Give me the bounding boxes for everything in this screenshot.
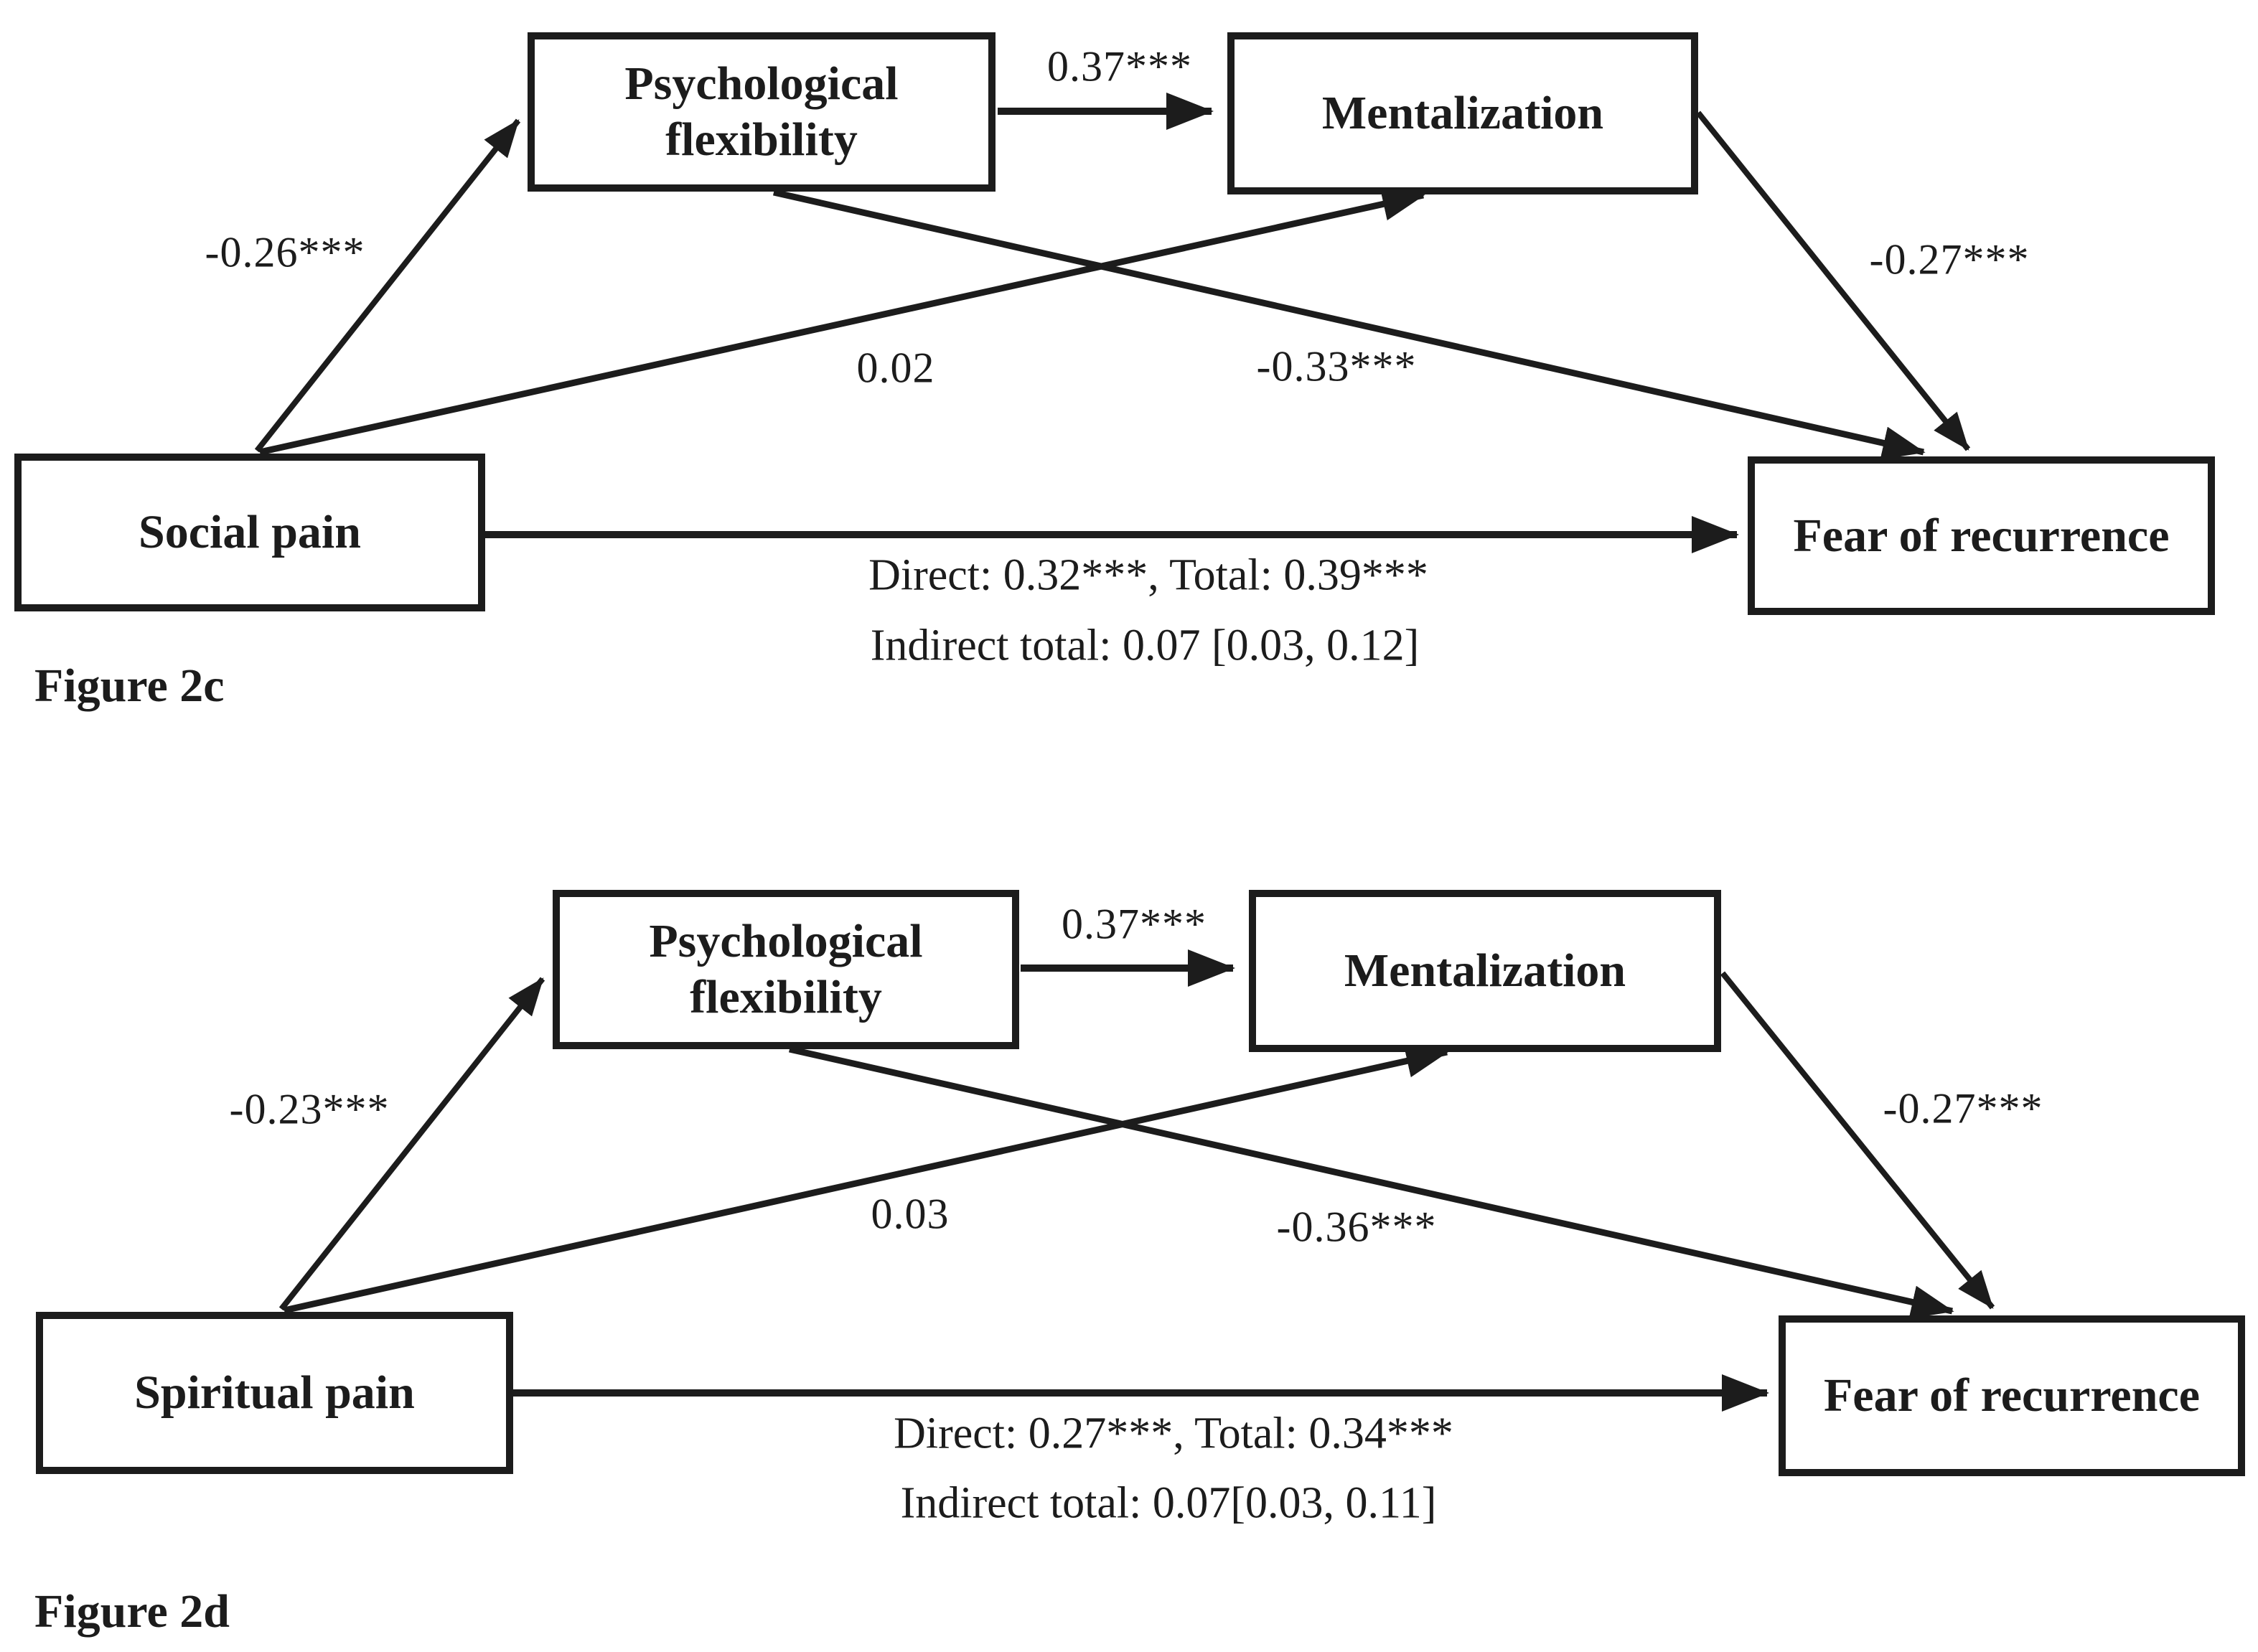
- node-fear-of-recurrence-2d: Fear of recurrence: [1779, 1315, 2245, 1476]
- path-coefficient-psychflex-mentalization-2d: 0.37***: [1062, 900, 1207, 948]
- node-label: Fear of recurrence: [1793, 509, 2170, 562]
- node-spiritual-pain: Spiritual pain: [36, 1312, 513, 1474]
- effects-direct-total-2c: Direct: 0.32***, Total: 0.39***: [868, 550, 1428, 600]
- path-coefficient-social-mentalization: 0.02: [856, 344, 935, 392]
- arrow-social-to-psychflex: [254, 118, 521, 453]
- figure-caption-2c: Figure 2c: [34, 660, 225, 712]
- node-mentalization-2d: Mentalization: [1249, 890, 1721, 1052]
- node-label: Social pain: [139, 506, 361, 559]
- node-label: Fear of recurrence: [1823, 1369, 2201, 1422]
- arrow-psychflex-to-fear-2d: [789, 1046, 1954, 1319]
- effects-direct-total-2d: Direct: 0.27***, Total: 0.34***: [894, 1409, 1453, 1458]
- arrow-spiritual-to-mentalization: [284, 1044, 1449, 1314]
- node-mentalization-2c: Mentalization: [1227, 32, 1698, 194]
- node-label: Mentalization: [1344, 944, 1626, 998]
- node-label: Psychological flexibility: [649, 915, 923, 1023]
- node-label: Spiritual pain: [134, 1366, 415, 1419]
- arrow-social-to-mentalization: [259, 187, 1425, 456]
- path-coefficient-mentalization-fear-2d: -0.27***: [1883, 1084, 2043, 1132]
- node-social-pain: Social pain: [14, 454, 485, 611]
- arrow-mentalization-to-fear-2d: [1720, 971, 1995, 1310]
- arrow-spiritual-to-psychflex: [278, 977, 545, 1311]
- node-psychological-flexibility-2c: Psychological flexibility: [528, 32, 996, 192]
- path-coefficient-psychflex-fear-2c: -0.33***: [1256, 342, 1417, 390]
- path-coefficient-psychflex-mentalization-2c: 0.37***: [1047, 42, 1192, 90]
- path-coefficient-spiritual-mentalization: 0.03: [871, 1190, 950, 1238]
- figure-caption-2d: Figure 2d: [34, 1585, 230, 1638]
- node-label: Mentalization: [1321, 87, 1604, 140]
- arrow-psychflex-to-fear-2c: [773, 189, 1926, 460]
- path-coefficient-mentalization-fear-2c: -0.27***: [1869, 235, 2030, 283]
- effects-indirect-2c: Indirect total: 0.07 [0.03, 0.12]: [870, 621, 1420, 670]
- path-coefficient-spiritual-psychflex: -0.23***: [229, 1085, 390, 1133]
- arrow-mentalization-to-fear-2c: [1695, 111, 1971, 451]
- effects-indirect-2d: Indirect total: 0.07[0.03, 0.11]: [900, 1478, 1437, 1528]
- node-psychological-flexibility-2d: Psychological flexibility: [553, 890, 1019, 1049]
- path-coefficient-social-psychflex: -0.26***: [205, 228, 365, 276]
- node-label: Psychological flexibility: [624, 57, 899, 166]
- path-coefficient-psychflex-fear-2d: -0.36***: [1276, 1203, 1437, 1251]
- node-fear-of-recurrence-2c: Fear of recurrence: [1748, 456, 2215, 615]
